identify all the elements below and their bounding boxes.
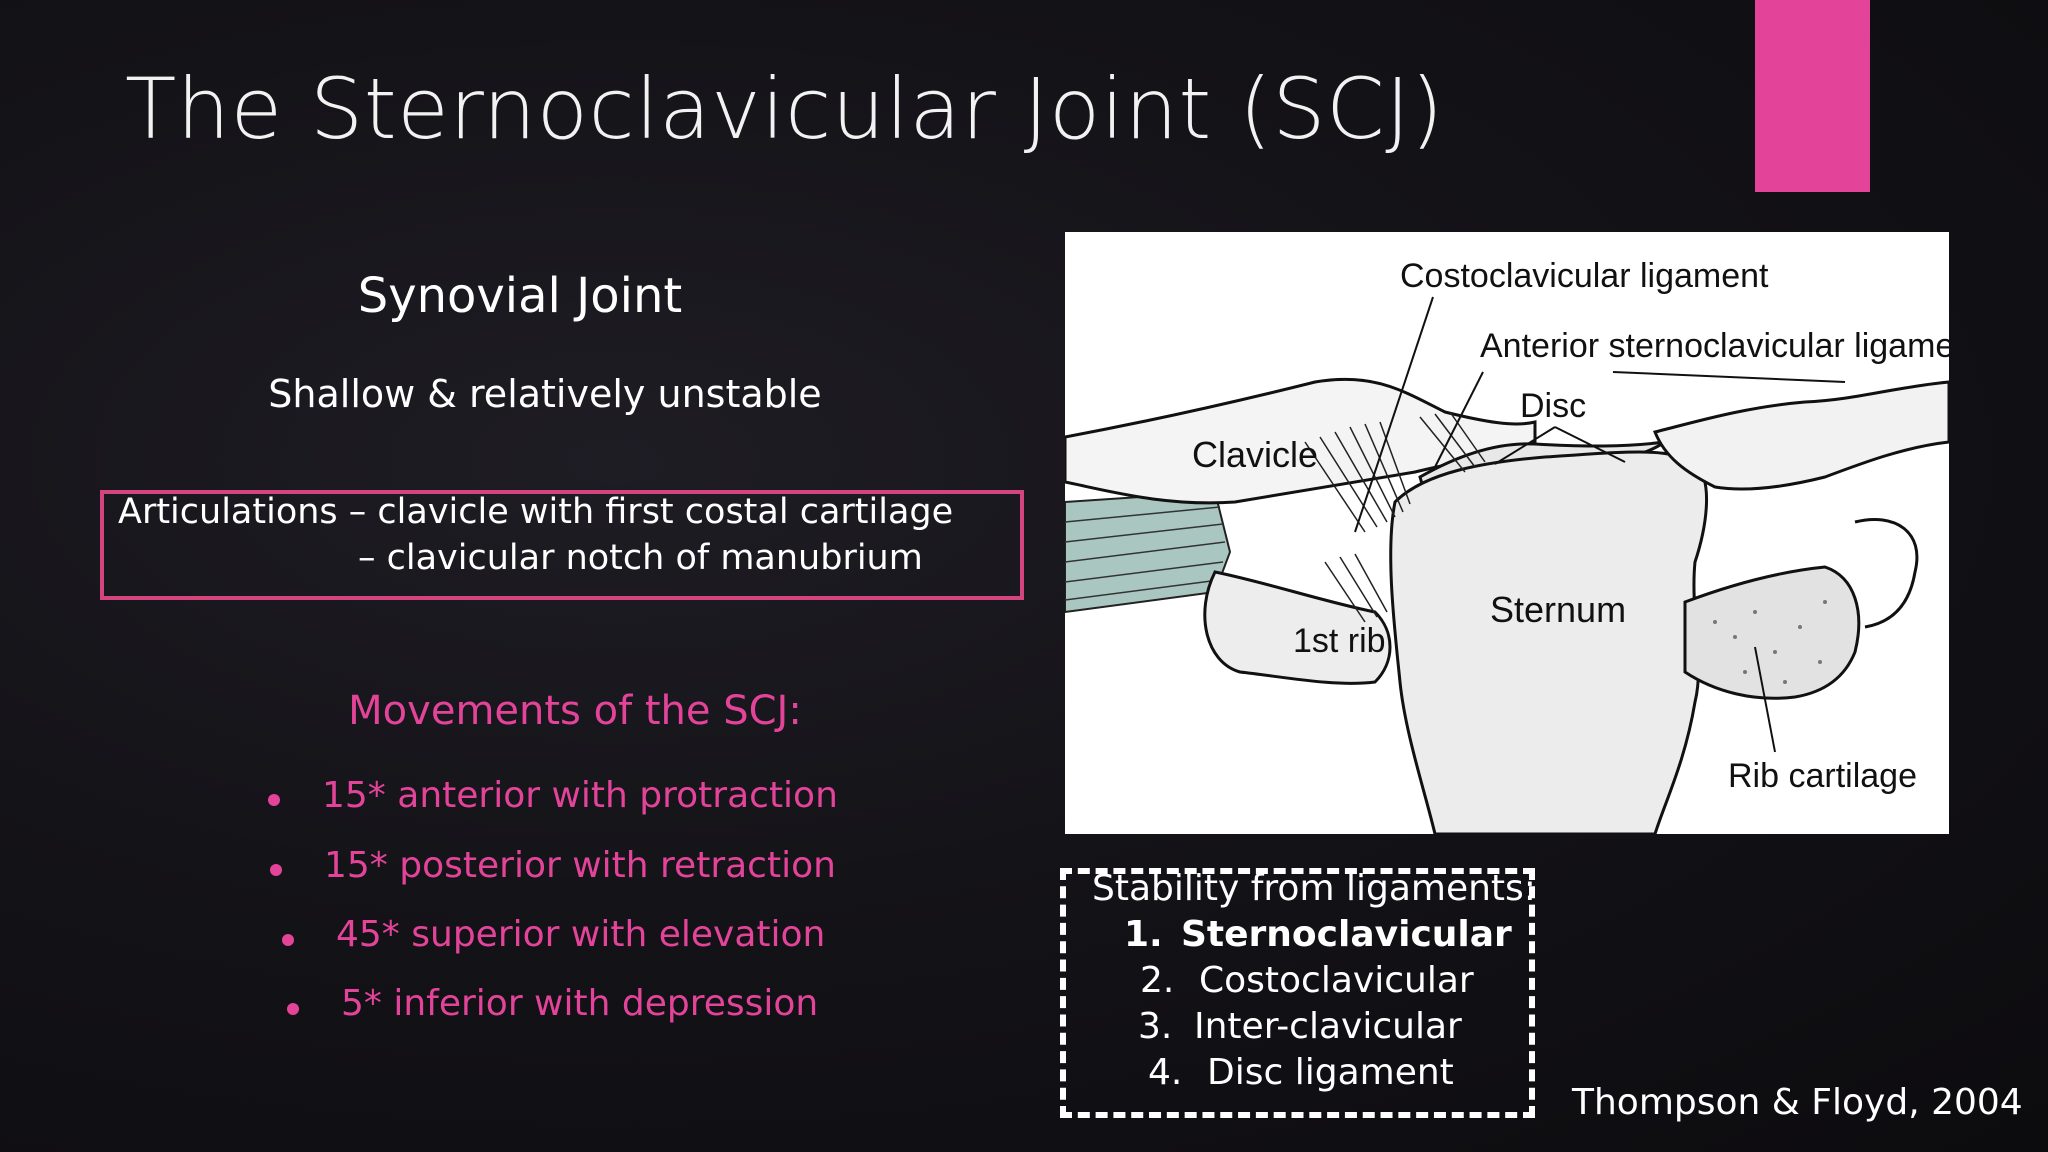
bullet-icon: [282, 934, 294, 946]
movement-item: 15* anterior with protraction: [322, 775, 838, 816]
stability-number: 4.: [1148, 1052, 1183, 1093]
leader-lines: [1354, 296, 1846, 753]
citation: Thompson & Floyd, 2004: [1572, 1082, 2023, 1123]
joint-type-heading: Synovial Joint: [357, 268, 683, 324]
articulations-line-1: Articulations – clavicle with first cost…: [118, 492, 954, 532]
muscle-fibres: [1065, 490, 1232, 614]
bullet-icon: [287, 1003, 299, 1015]
label-disc: Disc: [1520, 387, 1586, 425]
bullet-icon: [270, 864, 282, 876]
stability-number: 2.: [1140, 960, 1175, 1001]
bullet-icon: [268, 794, 280, 806]
articulations-line-2: – clavicular notch of manubrium: [358, 538, 923, 578]
label-clavicle: Clavicle: [1192, 434, 1318, 475]
stability-box: [1060, 868, 1535, 1118]
movement-item: 15* posterior with retraction: [324, 845, 836, 886]
label-anterior-sternoclavicular-ligament: Anterior sternoclavicular ligament: [1480, 327, 1949, 365]
anatomy-figure: Costoclavicular ligament Anterior sterno…: [1065, 232, 1949, 834]
manubrium-shape: [1652, 380, 1949, 491]
costal-arc: [1854, 517, 1919, 629]
stability-item: Sternoclavicular: [1181, 914, 1512, 955]
stability-item: Inter-clavicular: [1194, 1006, 1462, 1047]
joint-description: Shallow & relatively unstable: [268, 372, 822, 416]
stability-number: 3.: [1138, 1006, 1173, 1047]
cartilage-stipple: [1713, 600, 1827, 684]
stability-item: Costoclavicular: [1199, 960, 1474, 1001]
clavicle-shape: [1065, 377, 1537, 505]
accent-bar: [1755, 0, 1870, 192]
sternum-shape: [1389, 450, 1708, 834]
stability-heading: Stability from ligaments:: [1092, 868, 1536, 909]
first-rib-shape: [1203, 570, 1392, 685]
rib-cartilage-shape: [1683, 565, 1861, 700]
movement-item: 45* superior with elevation: [336, 914, 826, 955]
ligament-fibres: [1304, 411, 1486, 623]
slide-title: The Sternoclavicular Joint (SCJ): [125, 60, 1444, 158]
label-costoclavicular-ligament: Costoclavicular ligament: [1400, 257, 1769, 295]
articulations-box: [100, 490, 1024, 600]
stability-number: 1.: [1124, 914, 1163, 955]
label-rib-cartilage: Rib cartilage: [1728, 757, 1917, 795]
movements-heading: Movements of the SCJ:: [348, 688, 802, 734]
stability-item: Disc ligament: [1207, 1052, 1454, 1093]
movement-item: 5* inferior with depression: [341, 983, 819, 1024]
label-sternum: Sternum: [1490, 589, 1626, 630]
label-first-rib: 1st rib: [1293, 622, 1386, 660]
